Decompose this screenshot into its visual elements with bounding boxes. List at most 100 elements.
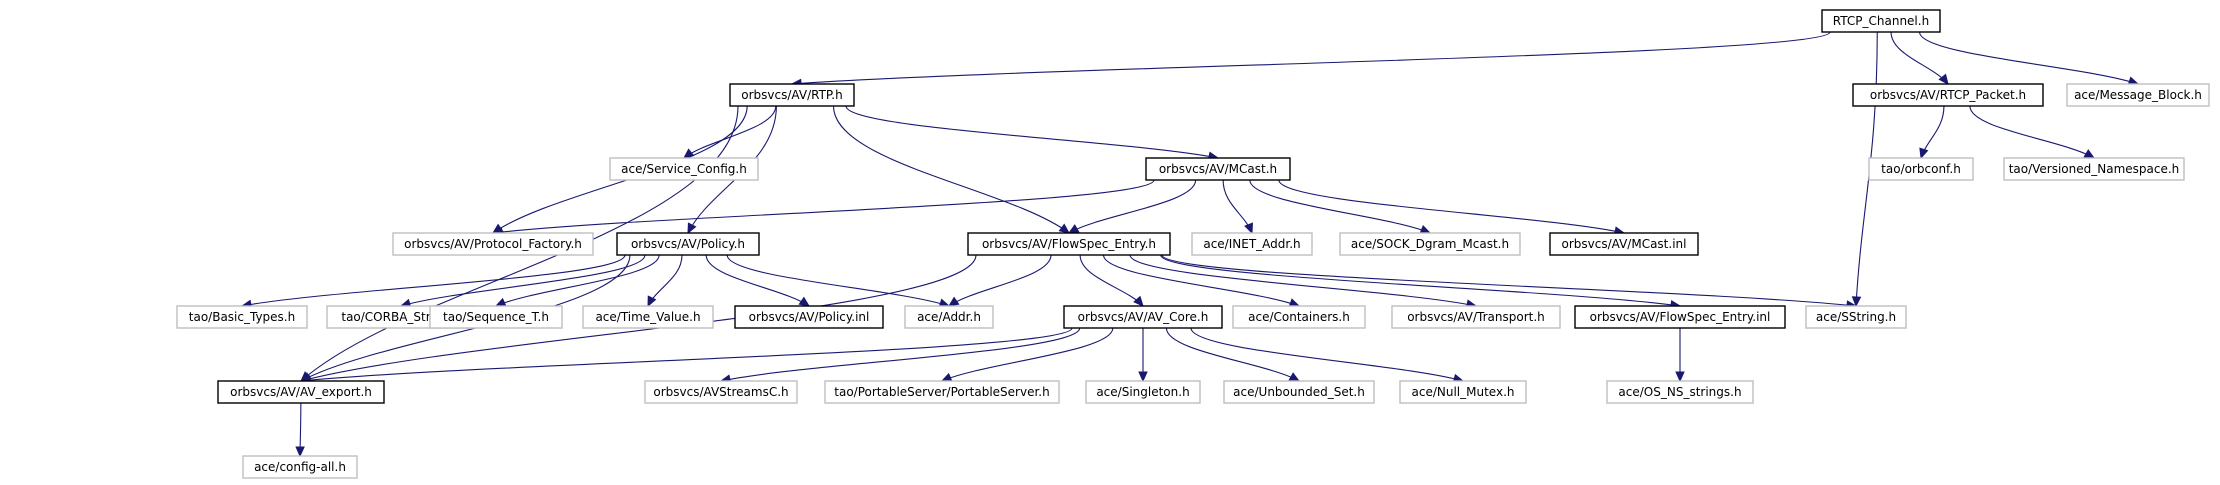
node-mcast-h[interactable]: orbsvcs/AV/MCast.h (1145, 157, 1291, 181)
node-rtcp-packet-h[interactable]: orbsvcs/AV/RTCP_Packet.h (1852, 83, 2044, 107)
node-label: orbsvcs/AV/FlowSpec_Entry.inl (1590, 310, 1771, 324)
edge-rtcp_channel_h-to-message_block_h (1919, 31, 2139, 85)
node-box (1821, 9, 1941, 33)
node-box (644, 380, 798, 404)
node-label: ace/Singleton.h (1096, 385, 1189, 399)
node-label: tao/orbconf.h (1881, 162, 1961, 176)
arrowhead-rtp_h-to-flowspec_entry_h (1058, 223, 1070, 234)
node-box (2003, 157, 2185, 181)
edge-av_core_h-to-av_export_h (300, 327, 1073, 382)
node-label: ace/SOCK_Dgram_Mcast.h (1351, 237, 1509, 251)
edge-mcast_h-to-sock_dgram_mcast_h (1249, 179, 1431, 234)
node-policy-inl[interactable]: orbsvcs/AV/Policy.inl (734, 305, 884, 329)
node-rtp-h[interactable]: orbsvcs/AV/RTP.h (729, 83, 855, 107)
node-label: tao/Versioned_Namespace.h (2009, 162, 2180, 176)
node-label: orbsvcs/AV/AV_export.h (230, 385, 372, 399)
node-os-ns-strings-h: ace/OS_NS_strings.h (1606, 380, 1754, 404)
edge-av_core_h-to-portableserver_h (941, 327, 1114, 382)
node-label: orbsvcs/AV/RTCP_Packet.h (1870, 88, 2026, 102)
node-unbounded-set-h: ace/Unbounded_Set.h (1223, 380, 1375, 404)
node-box (1805, 305, 1907, 329)
arrowhead-av_export_h-to-config_all_h (295, 446, 305, 458)
node-box (1339, 232, 1521, 256)
node-orbconf-h: tao/orbconf.h (1868, 157, 1974, 181)
arrowhead-mcast_h-to-sock_dgram_mcast_h (1419, 224, 1432, 234)
node-box (1223, 380, 1375, 404)
node-box (1085, 380, 1201, 404)
node-label: ace/Time_Value.h (595, 310, 700, 324)
node-box (904, 305, 994, 329)
node-label: ace/OS_NS_strings.h (1618, 385, 1741, 399)
node-box (1606, 380, 1754, 404)
node-label: orbsvcs/AV/FlowSpec_Entry.h (982, 237, 1156, 251)
node-box (2066, 83, 2210, 107)
node-label: orbsvcs/AV/AV_Core.h (1078, 310, 1209, 324)
node-mcast-inl[interactable]: orbsvcs/AV/MCast.inl (1549, 232, 1699, 256)
arrowhead-policy_h-to-time_value_h (647, 295, 657, 308)
node-sequence-t-h: tao/Sequence_T.h (429, 305, 563, 329)
edge-rtp_h-to-flowspec_entry_h (833, 105, 1070, 234)
node-box (1191, 232, 1313, 256)
node-sock-dgram-mcast-h: ace/SOCK_Dgram_Mcast.h (1339, 232, 1521, 256)
node-basic-types-h: tao/Basic_Types.h (176, 305, 308, 329)
node-label: ace/config-all.h (254, 460, 346, 474)
node-versioned-namespace-h: tao/Versioned_Namespace.h (2003, 157, 2185, 181)
node-protocol-factory-h: orbsvcs/AV/Protocol_Factory.h (392, 232, 594, 256)
node-inet-addr-h: ace/INET_Addr.h (1191, 232, 1313, 256)
node-flowspec-entry-h[interactable]: orbsvcs/AV/FlowSpec_Entry.h (967, 232, 1171, 256)
node-label: tao/Basic_Types.h (189, 310, 295, 324)
node-box (429, 305, 563, 329)
arrowhead-av_core_h-to-portableserver_h (940, 372, 953, 382)
edge-flowspec_entry_h-to-addr_h (948, 254, 1052, 307)
edge-policy_h-to-basic_types_h (241, 254, 626, 307)
edge-flowspec_entry_h-to-flowspec_entry_inl (1160, 254, 1681, 307)
edge-flowspec_entry_h-to-sstring_h (1161, 254, 1857, 307)
node-policy-h[interactable]: orbsvcs/AV/Policy.h (616, 232, 760, 256)
edge-mcast_h-to-mcast_inl (1278, 179, 1625, 234)
edge-policy_h-to-sequence_t_h (495, 254, 660, 307)
node-box (1145, 157, 1291, 181)
edge-rtcp_channel_h-to-rtp_h (791, 31, 1831, 85)
node-box (1852, 83, 2044, 107)
node-box (1391, 305, 1561, 329)
node-av-core-h[interactable]: orbsvcs/AV/AV_Core.h (1063, 305, 1223, 329)
node-label: orbsvcs/AV/Policy.h (631, 237, 745, 251)
node-label: ace/Null_Mutex.h (1412, 385, 1515, 399)
node-box (217, 380, 385, 404)
node-box (1232, 305, 1366, 329)
nodes-layer: RTCP_Channel.h orbsvcs/AV/RTP.h orbsvcs/AV… (176, 9, 2210, 479)
arrowhead-flowspec_entry_h-to-addr_h (947, 296, 960, 307)
arrowhead-rtcp_channel_h-to-rtcp_packet_h (1938, 73, 1949, 85)
node-box (734, 305, 884, 329)
node-sstring-h: ace/SString.h (1805, 305, 1907, 329)
edge-av_core_h-to-null_mutex_h (1190, 327, 1464, 382)
node-config-all-h: ace/config-all.h (242, 455, 358, 479)
arrowhead-mcast_h-to-inet_addr_h (1244, 222, 1253, 235)
node-message-block-h: ace/Message_Block.h (2066, 83, 2210, 107)
edge-flowspec_entry_h-to-av_core_h (1079, 254, 1144, 307)
edge-av_core_h-to-avstreamsc_h (720, 327, 1081, 382)
node-rtcp-channel-h: RTCP_Channel.h (1821, 9, 1941, 33)
arrowhead-flowspec_entry_h-to-av_core_h (1133, 295, 1144, 307)
edges-layer (240, 31, 2140, 458)
edge-policy_h-to-corba_string_h (400, 254, 646, 307)
edge-rtp_h-to-mcast_h (845, 105, 1219, 159)
edge-rtcp_packet_h-to-versioned_namespace_h (1969, 105, 2095, 159)
node-box (824, 380, 1060, 404)
edge-policy_h-to-policy_inl (705, 254, 810, 307)
edge-mcast_h-to-protocol_factory_h (492, 179, 1155, 234)
node-flowspec-entry-inl[interactable]: orbsvcs/AV/FlowSpec_Entry.inl (1574, 305, 1786, 329)
arrowhead-av_core_h-to-singleton_h (1138, 371, 1148, 383)
node-label: ace/Service_Config.h (621, 162, 747, 176)
node-avstreamsc-h: orbsvcs/AVStreamsC.h (644, 380, 798, 404)
edge-mcast_h-to-flowspec_entry_h (1068, 179, 1197, 234)
node-av-export-h[interactable]: orbsvcs/AV/AV_export.h (217, 380, 385, 404)
node-addr-h: ace/Addr.h (904, 305, 994, 329)
arrowhead-mcast_h-to-flowspec_entry_h (1067, 224, 1080, 234)
node-box (582, 305, 714, 329)
node-null-mutex-h: ace/Null_Mutex.h (1399, 380, 1527, 404)
arrowhead-rtp_h-to-policy_h (687, 222, 697, 235)
node-label: orbsvcs/AV/Transport.h (1407, 310, 1545, 324)
node-box (1868, 157, 1974, 181)
